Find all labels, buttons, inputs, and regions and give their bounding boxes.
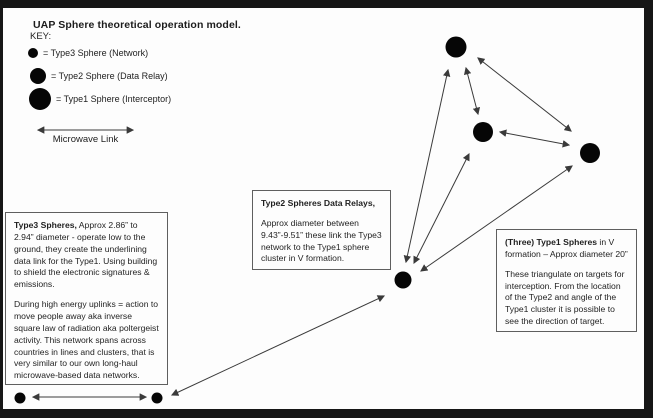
type1-sphere-right — [580, 143, 600, 163]
key-heading: KEY: — [30, 31, 52, 42]
key-item-type3: = Type3 Sphere (Network) — [28, 46, 148, 60]
type1-note-box: (Three) Type1 Spheres in V formation – A… — [496, 229, 637, 332]
page-title: UAP Sphere theoretical operation model. — [33, 19, 241, 31]
type3-sphere-right — [151, 392, 163, 404]
type3-sphere-dot-icon — [28, 48, 38, 58]
type2-note-lead: Type2 Spheres Data Relays, — [261, 198, 376, 208]
link-type3-right-to-type2 — [170, 295, 386, 396]
link-type2-to-type1-top — [403, 68, 451, 264]
type1-note-paragraph-2: These triangulate on targets for interce… — [505, 268, 625, 327]
microwave-link-label: Microwave Link — [52, 134, 119, 145]
type1-note-lead: (Three) Type1 Spheres — [505, 237, 598, 247]
type2-note-heading: Type2 Spheres Data Relays, — [261, 198, 382, 210]
type3-note-paragraph-1: Type3 Spheres, Approx 2.86” to 2.94” dia… — [14, 220, 159, 291]
key-item-type1: = Type1 Sphere (Interceptor) — [29, 86, 171, 112]
type1-sphere-middle — [473, 122, 493, 142]
link-type1-middle-to-right — [498, 129, 571, 148]
type1-note-paragraph-1: (Three) Type1 Spheres in V formation – A… — [505, 237, 628, 261]
key-item-type2: = Type2 Sphere (Data Relay) — [30, 66, 168, 86]
type2-sphere-dot-icon — [30, 68, 46, 84]
type1-sphere-dot-icon — [29, 88, 51, 110]
type3-note-lead: Type3 Spheres, — [14, 220, 77, 230]
type3-note-rest: Approx 2.86” to 2.94” diameter - operate… — [14, 220, 158, 290]
key-item-label: = Type1 Sphere (Interceptor) — [56, 94, 172, 104]
link-type2-to-type1-middle — [413, 152, 470, 265]
type1-sphere-top — [445, 36, 467, 58]
type2-note-paragraph-2: Approx diameter between 9.43”-9.51” thes… — [261, 217, 382, 264]
type1-note-rest: in V formation – Approx diameter 20” — [505, 237, 628, 259]
type2-note-box: Type2 Spheres Data Relays, Approx diamet… — [252, 190, 391, 270]
key-item-label: = Type2 Sphere (Data Relay) — [51, 71, 168, 81]
type2-sphere — [394, 271, 412, 289]
link-type2-to-type1-right — [420, 165, 573, 272]
type3-note-paragraph-2: During high energy uplinks = action to m… — [14, 299, 159, 381]
type3-sphere-left — [14, 392, 26, 404]
type3-note-box: Type3 Spheres, Approx 2.86” to 2.94” dia… — [5, 212, 168, 385]
key-item-label: = Type3 Sphere (Network) — [43, 48, 149, 58]
link-type1-top-to-right — [477, 57, 572, 132]
link-type1-top-to-middle — [463, 66, 481, 116]
